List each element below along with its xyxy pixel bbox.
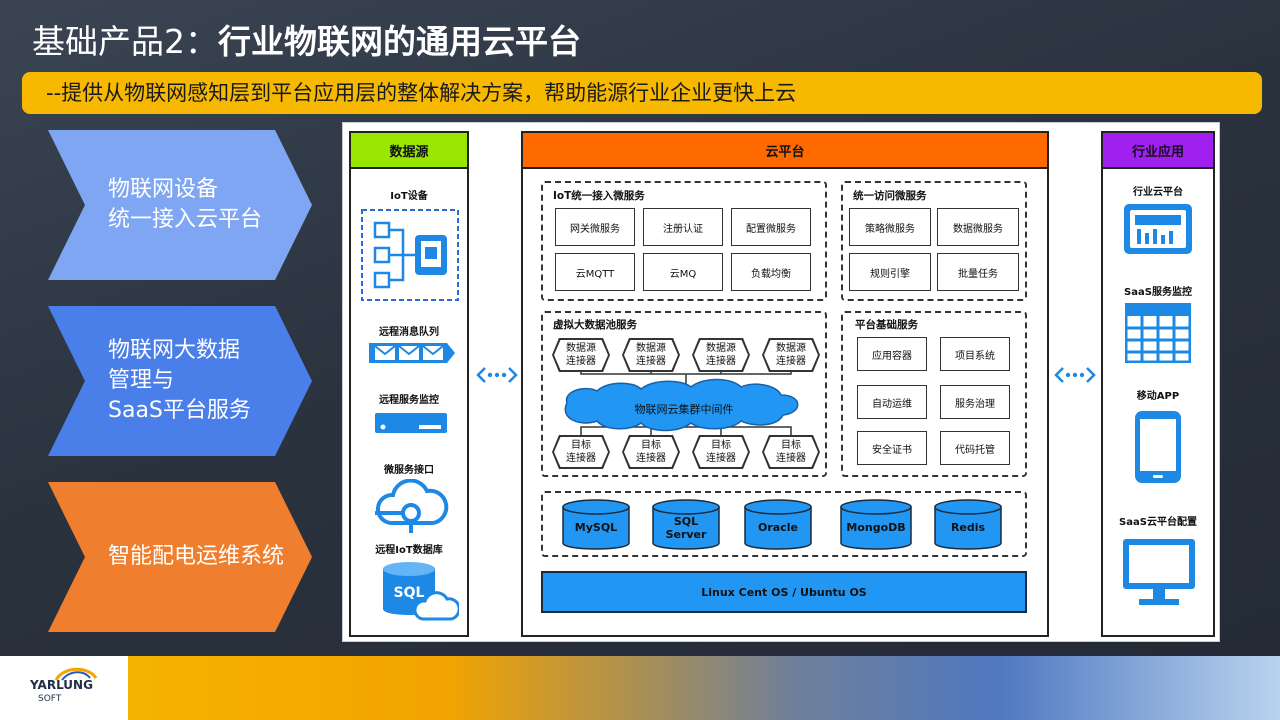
iot-device-label: IoT设备 bbox=[390, 191, 428, 202]
monitor-icon bbox=[1123, 539, 1195, 605]
bigdata-pool-title: 虚拟大数据池服务 bbox=[553, 319, 637, 331]
platform-base-title: 平台基础服务 bbox=[855, 319, 918, 331]
datasource-header: 数据源 bbox=[351, 133, 467, 169]
project-system-service: 项目系统 bbox=[940, 337, 1010, 371]
chevron-line: 智能配电运维系统 bbox=[108, 544, 285, 569]
company-logo: YARLUNG SOFT bbox=[0, 656, 128, 720]
dashboard-icon bbox=[1124, 204, 1192, 254]
svg-text:SQL: SQL bbox=[394, 585, 425, 601]
service-governance: 服务治理 bbox=[940, 385, 1010, 419]
batch-task-service: 批量任务 bbox=[937, 253, 1019, 291]
logo-swoosh-icon bbox=[54, 667, 98, 681]
chevron-text: 智能配电运维系统 bbox=[108, 542, 284, 572]
unified-access-group bbox=[841, 181, 1027, 301]
chevron-line: SaaS平台服务 bbox=[108, 398, 251, 423]
target-connector-label: 目标 连接器 bbox=[694, 437, 748, 467]
iot-access-title: IoT统一接入微服务 bbox=[553, 190, 645, 202]
industry-apps-header: 行业应用 bbox=[1103, 133, 1213, 169]
rule-engine-service: 规则引擎 bbox=[849, 253, 931, 291]
target-connector-4: 目标 连接器 bbox=[762, 435, 820, 469]
os-layer: Linux Cent OS / Ubuntu OS bbox=[541, 571, 1027, 613]
right-connector-arrow bbox=[1054, 367, 1096, 383]
title-bold: 行业物联网的通用云平台 bbox=[218, 22, 581, 61]
platform-base-group bbox=[841, 311, 1027, 477]
chevron-text: 物联网大数据 管理与 SaaS平台服务 bbox=[108, 336, 251, 426]
target-connector-label: 目标 连接器 bbox=[554, 437, 608, 467]
cloud-interface-icon bbox=[375, 479, 449, 533]
chevron-line: 统一接入云平台 bbox=[108, 207, 263, 232]
industry-cloud-label: 行业云平台 bbox=[1133, 187, 1183, 198]
app-container-service: 应用容器 bbox=[857, 337, 927, 371]
iot-device-icon bbox=[361, 209, 459, 301]
register-auth-service: 注册认证 bbox=[643, 208, 723, 246]
data-service: 数据微服务 bbox=[937, 208, 1019, 246]
source-connector-3: 数据源 连接器 bbox=[692, 338, 750, 372]
footer-band bbox=[0, 656, 1280, 720]
iot-access-group bbox=[541, 181, 827, 301]
source-connector-2: 数据源 连接器 bbox=[622, 338, 680, 372]
cloud-mqtt-service: 云MQTT bbox=[555, 253, 635, 291]
service-monitor-label: 远程服务监控 bbox=[379, 395, 439, 406]
database-cylinders bbox=[562, 499, 1002, 550]
architecture-diagram: 数据源 IoT设备 远程消息队列 远程服务监控 微服务接口 bbox=[342, 122, 1220, 642]
cloud-platform-header: 云平台 bbox=[523, 133, 1047, 169]
chevron-line: 物联网设备 bbox=[108, 177, 219, 202]
chevron-text: 物联网设备 统一接入云平台 bbox=[108, 175, 262, 235]
logo-main-text: YARLUNG bbox=[30, 678, 93, 692]
table-grid-icon bbox=[1125, 303, 1191, 363]
source-connector-label: 数据源 连接器 bbox=[624, 340, 678, 370]
title-prefix: 基础产品2： bbox=[32, 22, 218, 61]
slide-title: 基础产品2：行业物联网的通用云平台 bbox=[32, 18, 581, 66]
db-sql-server: SQL Server bbox=[665, 515, 707, 541]
target-connector-2: 目标 连接器 bbox=[622, 435, 680, 469]
source-connector-label: 数据源 连接器 bbox=[694, 340, 748, 370]
security-cert-service: 安全证书 bbox=[857, 431, 927, 465]
microservice-interface-label: 微服务接口 bbox=[384, 465, 434, 476]
unified-access-title: 统一访问微服务 bbox=[853, 190, 927, 202]
chevron-power-ops: 智能配电运维系统 bbox=[48, 482, 312, 632]
bigdata-links bbox=[564, 367, 799, 435]
target-connector-label: 目标 连接器 bbox=[764, 437, 818, 467]
bigdata-pool-group bbox=[541, 311, 827, 477]
config-service: 配置微服务 bbox=[731, 208, 811, 246]
code-hosting-service: 代码托管 bbox=[940, 431, 1010, 465]
target-connector-1: 目标 连接器 bbox=[552, 435, 610, 469]
industry-apps-column: 行业应用 行业云平台 SaaS服务监控 移动APP SaaS云平台配置 bbox=[1101, 131, 1215, 637]
server-icon bbox=[375, 413, 447, 433]
source-connector-4: 数据源 连接器 bbox=[762, 338, 820, 372]
saas-monitor-label: SaaS服务监控 bbox=[1124, 287, 1192, 298]
subtitle-bar: --提供从物联网感知层到平台应用层的整体解决方案，帮助能源行业企业更快上云 bbox=[22, 72, 1262, 114]
message-queue-label: 远程消息队列 bbox=[379, 327, 439, 338]
auto-ops-service: 自动运维 bbox=[857, 385, 927, 419]
mobile-phone-icon bbox=[1135, 411, 1181, 483]
db-mysql: MySQL bbox=[574, 521, 618, 534]
db-mongodb: MongoDB bbox=[846, 521, 906, 534]
strategy-service: 策略微服务 bbox=[849, 208, 931, 246]
db-oracle: Oracle bbox=[758, 521, 798, 534]
database-group bbox=[541, 491, 1027, 557]
chevron-line: 物联网大数据 bbox=[108, 338, 241, 363]
left-connector-arrow bbox=[476, 367, 518, 383]
cloud-mq-service: 云MQ bbox=[643, 253, 723, 291]
iot-database-label: 远程IoT数据库 bbox=[375, 545, 443, 556]
logo-sub-text: SOFT bbox=[38, 694, 62, 704]
gateway-service: 网关微服务 bbox=[555, 208, 635, 246]
source-connector-1: 数据源 连接器 bbox=[552, 338, 610, 372]
message-queue-icon bbox=[369, 343, 455, 363]
db-redis: Redis bbox=[950, 521, 986, 534]
target-connector-label: 目标 连接器 bbox=[624, 437, 678, 467]
mobile-app-label: 移动APP bbox=[1136, 391, 1180, 402]
chevron-bigdata: 物联网大数据 管理与 SaaS平台服务 bbox=[48, 306, 312, 456]
load-balancer-service: 负载均衡 bbox=[731, 253, 811, 291]
iot-middleware-label: 物联网云集群中间件 bbox=[634, 403, 734, 416]
datasource-column: 数据源 IoT设备 远程消息队列 远程服务监控 微服务接口 bbox=[349, 131, 469, 637]
source-connector-label: 数据源 连接器 bbox=[764, 340, 818, 370]
source-connector-label: 数据源 连接器 bbox=[554, 340, 608, 370]
chevron-line: 管理与 bbox=[108, 368, 175, 393]
target-connector-3: 目标 连接器 bbox=[692, 435, 750, 469]
chevron-iot-devices: 物联网设备 统一接入云平台 bbox=[48, 130, 312, 280]
saas-config-label: SaaS云平台配置 bbox=[1119, 517, 1197, 528]
sql-database-icon: SQL bbox=[383, 562, 459, 621]
